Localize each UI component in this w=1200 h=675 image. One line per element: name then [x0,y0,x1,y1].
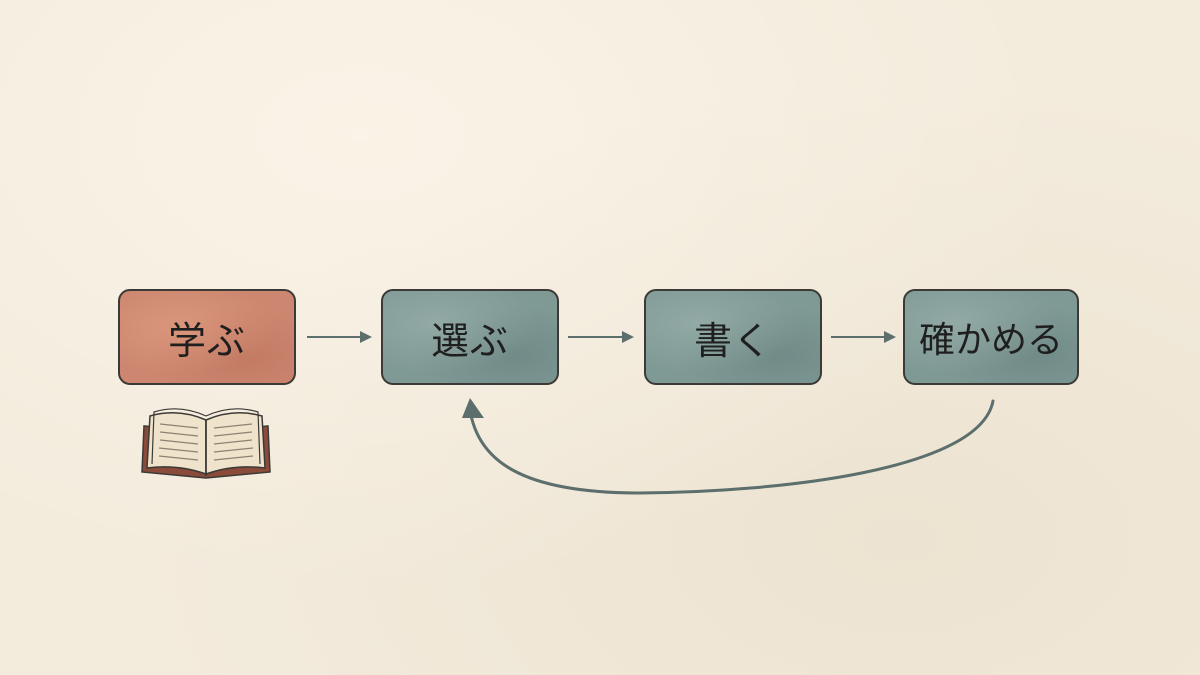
step-learn-label: 学ぶ [167,318,246,363]
step-check: 確かめる [903,289,1079,385]
loop-arrowhead [462,398,484,418]
step-write: 書く [644,289,822,385]
loop-arrow-check-to-choose [468,399,995,495]
step-choose-label: 選ぶ [430,318,509,363]
step-write-label: 書く [693,318,772,363]
open-book-icon [141,408,271,479]
step-choose: 選ぶ [381,289,559,385]
step-check-label: 確かめる [918,320,1063,361]
step-learn: 学ぶ [118,289,296,385]
